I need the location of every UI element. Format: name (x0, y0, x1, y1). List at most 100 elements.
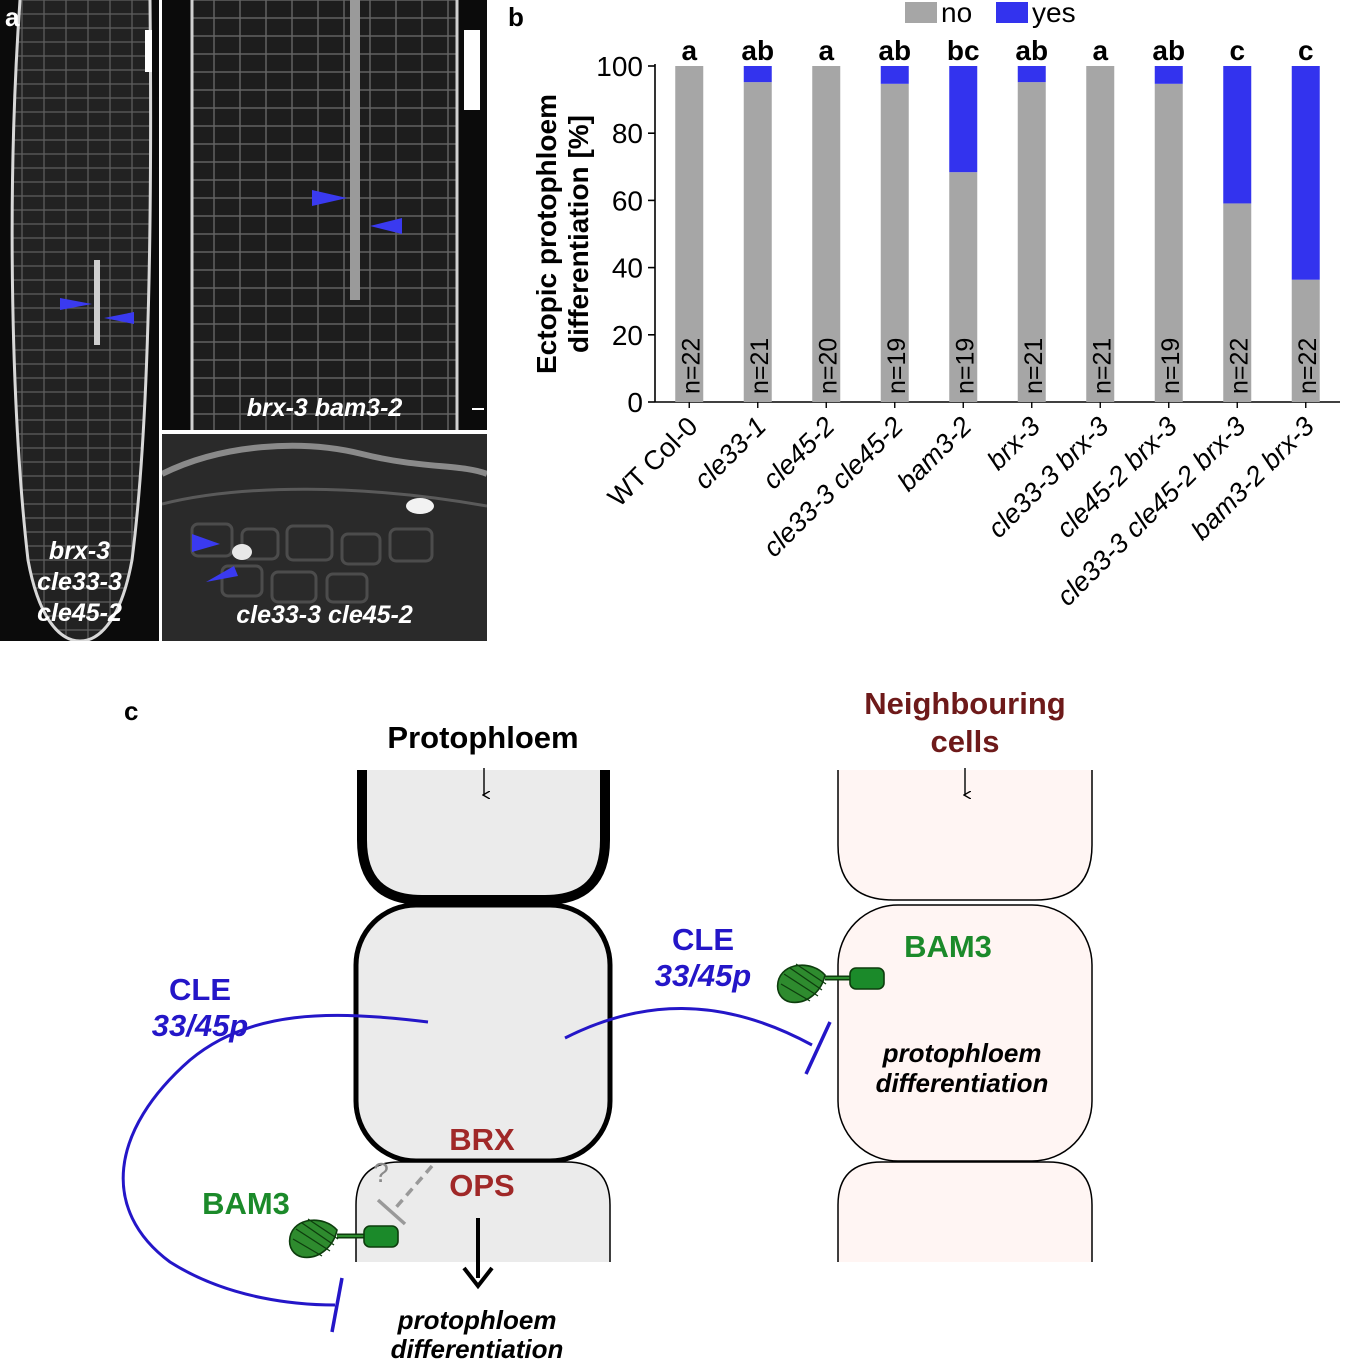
cle-autocrine-inhibition-curve (121, 1013, 429, 1307)
significance-letter: a (818, 35, 834, 66)
bar-segment-yes (743, 66, 772, 83)
legend-label-no: no (941, 0, 972, 28)
bam3-receptor-icon (776, 963, 885, 1004)
panel-a-letter: a (5, 2, 20, 32)
protophloem-cell-top (362, 770, 605, 900)
category-label: brx-3 (981, 411, 1046, 476)
cle-peptide-label-right: 33/45p (655, 958, 752, 993)
protophloem-cell-middle (353, 902, 613, 1164)
hypothetical-inhibition-dashed-line (390, 1164, 434, 1214)
significance-letter: ab (741, 35, 774, 66)
y-tick-label: 60 (612, 185, 643, 216)
neighbour-cell-middle (837, 904, 1093, 1162)
hypothetical-inhibition-bar (376, 1198, 407, 1226)
micrograph1-label-line: cle33-3 (37, 568, 122, 596)
sample-size-label: n=21 (1020, 338, 1048, 394)
significance-letter: c (1298, 35, 1314, 66)
neighbour-cell-top (837, 770, 1093, 901)
panel-c-letter: c (124, 696, 139, 726)
significance-letter: ab (1152, 35, 1185, 66)
legend-swatch-yes (996, 2, 1028, 23)
bar-segment-yes (1291, 66, 1320, 280)
significance-letter: a (1092, 35, 1108, 66)
bar-segment-no (1017, 82, 1046, 403)
bam3-label-left: BAM3 (202, 1186, 290, 1221)
root-tip-micrograph-image (10, 0, 153, 641)
bar-segment-no (675, 66, 704, 402)
bar-segment-no (1154, 83, 1183, 403)
sample-size-label: n=22 (1294, 338, 1322, 394)
question-mark: ? (373, 1157, 389, 1188)
ops-label: OPS (449, 1168, 514, 1203)
cle-autocrine-inhibition-bar (330, 1277, 344, 1333)
neighbour-differentiation-text-line: differentiation (876, 1068, 1049, 1098)
bar-segment-yes (1223, 66, 1252, 204)
sample-size-label: n=22 (1225, 338, 1253, 394)
neighbouring-cells-title-line: cells (931, 724, 1000, 759)
y-tick-label: 40 (612, 253, 643, 284)
cle-paracrine-inhibition-bar (804, 1021, 832, 1075)
significance-letter: ab (878, 35, 911, 66)
sample-size-label: n=19 (951, 338, 979, 394)
legend-swatch-no (905, 2, 937, 23)
neighbouring-cells-title-line: Neighbouring (864, 686, 1065, 721)
bar-segment-no (1223, 203, 1252, 402)
protophloem-differentiation-text-line: differentiation (391, 1334, 564, 1361)
significance-letter: bc (947, 35, 980, 66)
micrograph-brx3-bam3: brx-3 bam3-2 (162, 0, 487, 430)
bar-segment-no (1086, 66, 1115, 402)
cross-section-micrograph-image (162, 434, 487, 641)
bar-segment-no (949, 172, 978, 402)
y-axis-label-line: Ectopic protophloem (531, 94, 562, 374)
bar-segment-no (1291, 279, 1320, 402)
differentiation-arrow-head (462, 1266, 494, 1290)
bar-segment-yes (1017, 66, 1046, 83)
bar-segment-yes (949, 66, 978, 173)
y-axis-label-line: differentiation [%] (563, 115, 594, 353)
sample-size-label: n=22 (677, 338, 705, 394)
category-label: bam3-2 brx-3 (1185, 411, 1320, 546)
bar-segment-yes (1154, 66, 1183, 84)
cle-label-left: CLE (169, 972, 231, 1007)
bar-segment-yes (880, 66, 909, 84)
micrograph-brx3-cle33-cle45: brx-3 cle33-3 cle45-2 (0, 0, 159, 641)
neighbour-cell-bottom (837, 1161, 1093, 1262)
sample-size-label: n=20 (814, 338, 842, 394)
category-label: WT Col-0 (602, 411, 703, 512)
significance-letter: a (681, 35, 697, 66)
micrograph1-label-line: brx-3 (48, 537, 111, 565)
bar-segment-no (812, 66, 841, 402)
protophloem-differentiation-text-line: protophloem (397, 1305, 557, 1335)
cle-label-right: CLE (672, 922, 734, 957)
category-label: bam3-2 (892, 411, 978, 497)
protophloem-cell-bottom (355, 1161, 611, 1262)
sample-size-label: n=21 (1088, 338, 1116, 394)
brx-label: BRX (449, 1122, 515, 1157)
y-tick-label: 100 (596, 51, 643, 82)
cle-paracrine-inhibition-curve (564, 1007, 813, 1047)
y-tick-label: 20 (612, 320, 643, 351)
neighbour-differentiation-text-line: protophloem (882, 1038, 1042, 1068)
protophloem-cell-top-outline (357, 770, 610, 905)
sample-size-label: n=19 (883, 338, 911, 394)
bar-segment-no (880, 83, 909, 403)
micrograph3-genotype-label: cle33-3 cle45-2 (236, 601, 413, 629)
protophloem-title: Protophloem (387, 720, 578, 755)
cle-peptide-label-left: 33/45p (152, 1008, 249, 1043)
legend-label-yes: yes (1032, 0, 1076, 28)
bar-segment-no (743, 82, 772, 403)
signaling-model-diagram: Protophloem Neighbouring cells CLE 33/45… (121, 686, 1093, 1361)
micrograph1-genotype-label: brx-3 cle33-3 cle45-2 (0, 536, 159, 629)
category-label: cle33-1 (688, 411, 772, 495)
y-tick-label: 0 (627, 387, 643, 418)
micrograph1-label-line: cle45-2 (37, 599, 122, 627)
root-micrograph-image (190, 0, 484, 430)
y-tick-label: 80 (612, 118, 643, 149)
sample-size-label: n=19 (1157, 338, 1185, 394)
significance-letter: c (1229, 35, 1245, 66)
micrograph-cle33-cle45: cle33-3 cle45-2 (162, 434, 487, 641)
micrograph2-genotype-label: brx-3 bam3-2 (246, 394, 403, 422)
bam3-label-right: BAM3 (904, 929, 992, 964)
bam3-receptor-icon (288, 1218, 399, 1259)
